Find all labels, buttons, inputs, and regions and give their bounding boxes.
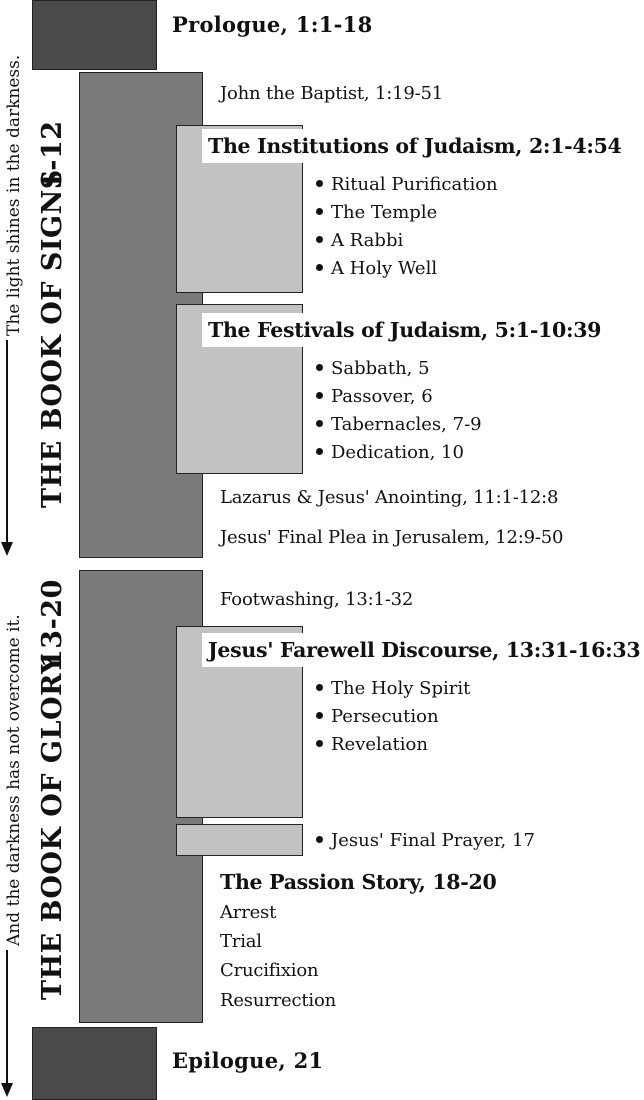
bullet-icon (316, 363, 323, 371)
bullet-icon (316, 739, 323, 747)
side-arrow-bottom-head (1, 1083, 13, 1097)
passion-item: Resurrection (220, 990, 336, 1011)
festivals-item: Passover, 6 (316, 386, 433, 407)
bullet-icon (316, 263, 323, 271)
footwashing-label: Footwashing, 13:1-32 (220, 589, 414, 610)
passion-item: Trial (220, 931, 262, 952)
prologue-label: Prologue, 1:1-18 (172, 12, 373, 37)
side-arrow-top-head (1, 542, 13, 556)
bullet-icon (316, 419, 323, 427)
institutions-heading: The Institutions of Judaism, 2:1-4:54 (202, 129, 626, 163)
farewell-item: Revelation (316, 734, 428, 755)
farewell-item: Persecution (316, 706, 439, 727)
book-signs-range: 1-12 (37, 120, 68, 190)
festivals-heading: The Festivals of Judaism, 5:1-10:39 (202, 313, 606, 347)
bullet-icon (316, 179, 323, 187)
side-arrow-top-line (6, 340, 8, 545)
side-arrow-bottom-line (6, 950, 8, 1085)
farewell-item: The Holy Spirit (316, 678, 470, 699)
passion-item: Crucifixion (220, 960, 319, 981)
book-signs-title: THE BOOK OF SIGNS (37, 169, 68, 508)
bullet-icon (316, 683, 323, 691)
john-baptist-label: John the Baptist, 1:19-51 (220, 83, 443, 104)
side-text-darkness: And the darkness has not overcome it. (4, 614, 24, 946)
lazarus-label: Lazarus & Jesus' Anointing, 11:1-12:8 (220, 487, 559, 508)
side-text-light: The light shines in the darkness. (4, 54, 24, 336)
passion-heading: The Passion Story, 18-20 (220, 870, 497, 894)
book-glory-title: THE BOOK OF GLORY (37, 654, 68, 1000)
bullet-icon (316, 447, 323, 455)
institutions-item: A Holy Well (316, 258, 437, 279)
farewell-heading: Jesus' Farewell Discourse, 13:31-16:33 (202, 633, 644, 667)
institutions-item: A Rabbi (316, 230, 403, 251)
passion-item: Arrest (220, 902, 277, 923)
prologue-block (32, 0, 157, 70)
bullet-icon (316, 711, 323, 719)
final-prayer-label: Jesus' Final Prayer, 17 (316, 830, 535, 851)
bullet-icon (316, 235, 323, 243)
festivals-item: Tabernacles, 7-9 (316, 414, 482, 435)
final-prayer-block (176, 824, 303, 856)
epilogue-label: Epilogue, 21 (172, 1048, 324, 1073)
final-plea-label: Jesus' Final Plea in Jerusalem, 12:9-50 (220, 527, 564, 548)
epilogue-block (32, 1027, 157, 1100)
institutions-item: Ritual Purification (316, 174, 498, 195)
book-glory-range: 13-20 (37, 579, 68, 668)
bullet-icon (316, 391, 323, 399)
festivals-item: Sabbath, 5 (316, 358, 430, 379)
institutions-item: The Temple (316, 202, 437, 223)
bullet-icon (316, 207, 323, 215)
festivals-item: Dedication, 10 (316, 442, 464, 463)
bullet-icon (316, 835, 323, 843)
